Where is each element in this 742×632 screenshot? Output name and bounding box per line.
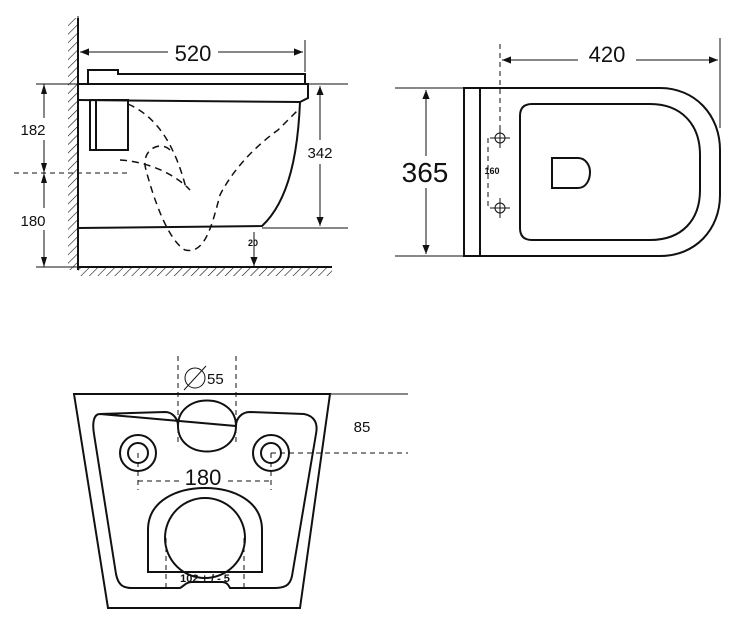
outlet-opening: [164, 497, 246, 579]
bowl-opening: [519, 103, 701, 241]
diameter-icon: [184, 367, 206, 389]
dim-lower-height-180: 180: [20, 213, 45, 230]
mounting-bracket: [89, 99, 129, 151]
dim-bowl-height-342: 342: [307, 145, 332, 162]
internal-trap-outline: [127, 103, 301, 252]
plan-outline: [463, 87, 721, 257]
seat-lid: [87, 69, 306, 85]
dim-width-520: 520: [175, 41, 212, 66]
dim-outlet-102: 102 + / - 5: [180, 573, 230, 585]
bowl-body: [77, 101, 301, 229]
bowl-rim: [77, 83, 309, 104]
dim-upper-height-182: 182: [20, 122, 45, 139]
dim-width-365: 365: [402, 157, 449, 188]
dim-bolt-spacing-160: 160: [484, 166, 499, 176]
dim-length-420: 420: [589, 42, 626, 67]
outlet-surround: [147, 486, 263, 573]
dim-bolt-offset-85: 85: [354, 419, 371, 436]
dim-bolt-spacing-180: 180: [185, 465, 222, 490]
dim-pipe-diameter-55: 55: [207, 371, 224, 388]
floor-hatch: [78, 267, 332, 276]
wall-hatch: [68, 18, 78, 270]
side-view: 520 182 180 342 20: [14, 16, 348, 276]
supply-pipe-opening: [176, 399, 238, 453]
dim-floor-gap-20: 20: [248, 238, 258, 248]
drain-outlet: [551, 157, 592, 189]
top-view: 160 420 365: [395, 38, 721, 257]
back-view: 55 180 85 102 + / - 5: [72, 356, 408, 609]
